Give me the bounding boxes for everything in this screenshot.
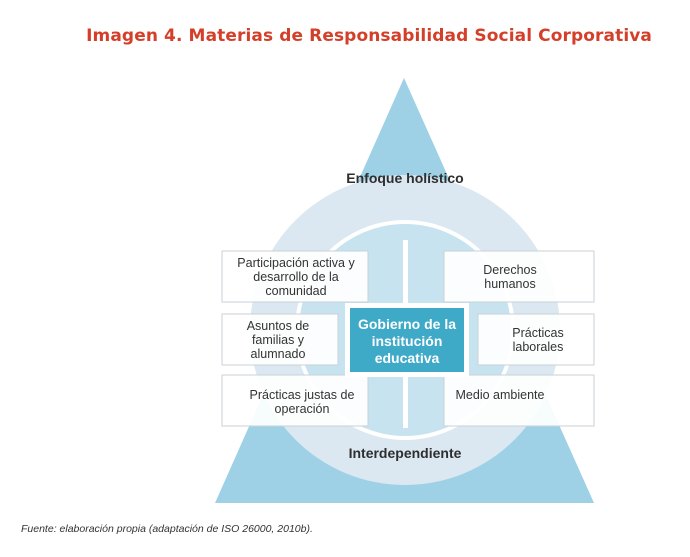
label-top-left: Participación activa y desarrollo de la … <box>237 256 355 298</box>
source-note: Fuente: elaboración propia (adaptación d… <box>21 523 313 535</box>
label-top-right: Derechos humanos <box>483 263 537 291</box>
box-bottom-right <box>443 374 595 427</box>
center-label-wrap: Gobierno de la institución educativa <box>352 310 462 372</box>
box-bottom-left <box>221 374 369 427</box>
box-top-left <box>221 250 369 303</box>
box-mid-right <box>477 313 595 366</box>
center-label: Gobierno de la institución educativa <box>357 315 456 366</box>
label-mid-left: Asuntos de familias y alumnado <box>246 319 310 361</box>
center-box <box>350 308 464 372</box>
label-mid-right: Prácticas laborales <box>512 326 564 354</box>
page-title: Imagen 4. Materias de Responsabilidad So… <box>86 26 652 46</box>
label-bottom-left: Prácticas justas de operación <box>249 388 355 416</box>
box-top-right <box>443 250 595 303</box>
top-label: Enfoque holístico <box>346 170 464 186</box>
bottom-label: Interdependiente <box>348 445 462 461</box>
box-mid-left <box>221 313 339 366</box>
label-bottom-right: Medio ambiente <box>455 388 545 402</box>
